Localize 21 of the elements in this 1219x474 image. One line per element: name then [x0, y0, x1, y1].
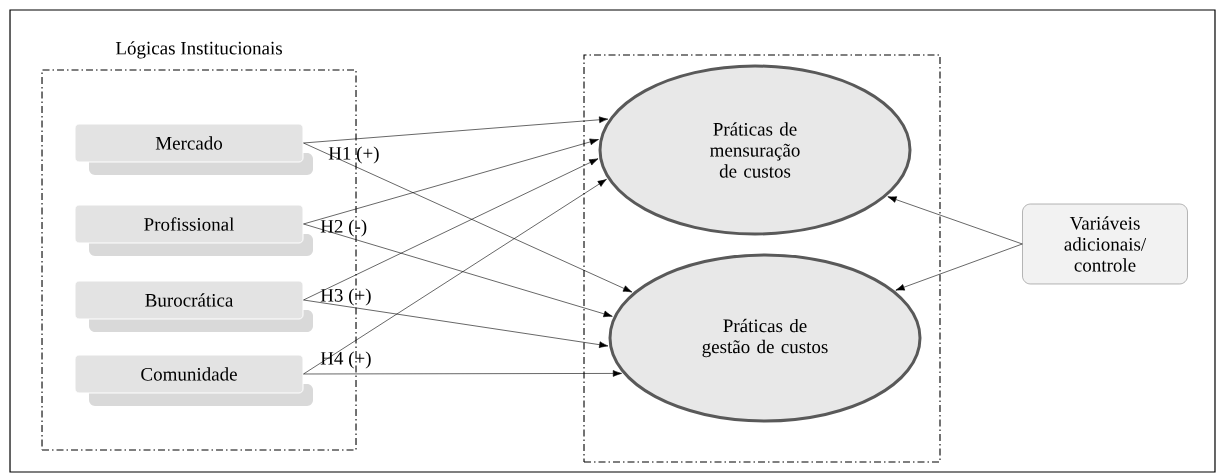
control-box: Variáveis adicionais/ controle	[1022, 203, 1188, 285]
hypothesis-label: H4 (+)	[320, 351, 371, 369]
arrow	[303, 299, 609, 348]
group-heading: Lógicas Institucionais	[115, 41, 282, 59]
arrow	[303, 158, 599, 301]
logic-box: Comunidade	[74, 354, 313, 406]
group-frame	[583, 54, 941, 463]
arrow	[303, 142, 633, 293]
hypothesis-label: H1 (+)	[328, 146, 379, 164]
arrow	[303, 138, 599, 225]
hypothesis-label: H3 (+)	[320, 288, 371, 306]
arrow	[303, 116, 609, 144]
arrow	[887, 196, 1023, 245]
arrow	[303, 179, 607, 375]
arrow	[895, 243, 1023, 291]
arrow	[303, 223, 613, 318]
hypothesis-label: H2 (-)	[320, 219, 367, 237]
logic-box: Burocrática	[74, 280, 313, 332]
logic-box: Mercado	[74, 123, 313, 175]
arrow	[303, 370, 622, 377]
logic-box: Profissional	[74, 204, 313, 256]
